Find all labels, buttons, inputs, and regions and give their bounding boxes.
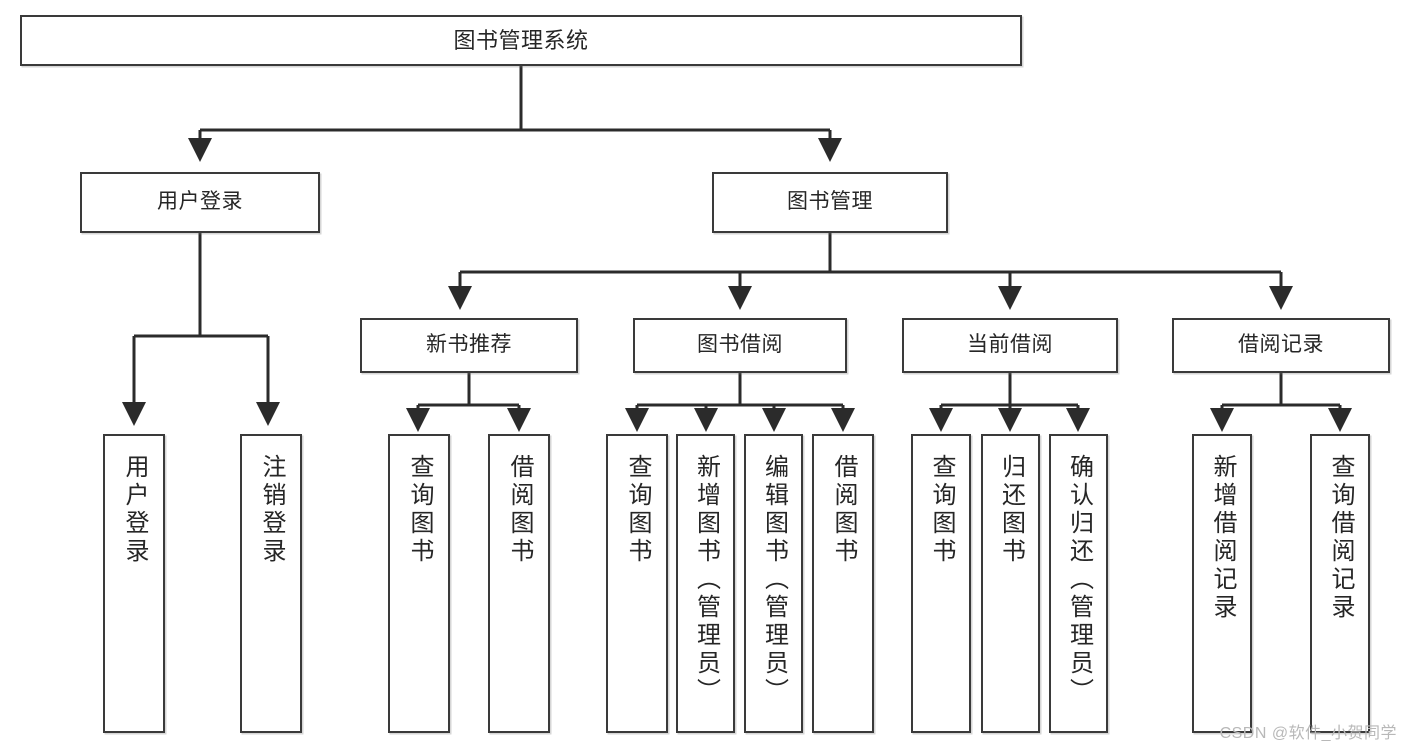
node-label: 借阅图书 [506,454,533,566]
node-label: 新增图书（管理员） [692,454,720,706]
leaf-record-add-borrow-record[interactable]: 新增借阅记录 [1192,434,1252,733]
csdn-watermark: CSDN @软件_小贺同学 [1219,725,1397,742]
node-label: 查询图书 [928,454,955,566]
node-book-management[interactable]: 图书管理 [712,172,948,233]
leaf-recommend-borrow-book[interactable]: 借阅图书 [488,434,550,733]
node-borrow-record[interactable]: 借阅记录 [1172,318,1390,373]
node-label: 查询图书 [624,454,651,566]
leaf-user-logout[interactable]: 注销登录 [240,434,302,733]
node-label: 用户登录 [121,454,148,566]
node-label: 图书管理 [787,190,873,214]
node-user-login[interactable]: 用户登录 [80,172,320,233]
node-label: 注销登录 [258,454,285,566]
leaf-borrow-add-book-admin[interactable]: 新增图书（管理员） [676,434,735,733]
node-label: 用户登录 [157,190,243,214]
node-root-system[interactable]: 图书管理系统 [20,15,1022,66]
node-book-borrow[interactable]: 图书借阅 [633,318,847,373]
node-current-borrow[interactable]: 当前借阅 [902,318,1118,373]
node-label: 借阅记录 [1238,333,1324,357]
node-label: 借阅图书 [830,454,857,566]
leaf-recommend-query-book[interactable]: 查询图书 [388,434,450,733]
leaf-borrow-borrow-book[interactable]: 借阅图书 [812,434,874,733]
leaf-borrow-edit-book-admin[interactable]: 编辑图书（管理员） [744,434,803,733]
node-label: 查询借阅记录 [1327,454,1354,622]
node-label: 确认归还（管理员） [1065,454,1093,706]
leaf-current-return-book[interactable]: 归还图书 [981,434,1040,733]
node-label: 图书借阅 [697,333,783,357]
leaf-record-query-borrow-record[interactable]: 查询借阅记录 [1310,434,1370,733]
leaf-borrow-query-book[interactable]: 查询图书 [606,434,668,733]
leaf-user-login[interactable]: 用户登录 [103,434,165,733]
node-label: 新增借阅记录 [1209,454,1236,622]
node-label: 图书管理系统 [453,27,589,53]
node-label: 编辑图书（管理员） [760,454,788,706]
node-label: 新书推荐 [426,333,512,357]
node-new-book-recommend[interactable]: 新书推荐 [360,318,578,373]
node-label: 当前借阅 [967,333,1053,357]
leaf-current-confirm-return-admin[interactable]: 确认归还（管理员） [1049,434,1108,733]
node-label: 归还图书 [997,454,1025,566]
node-label: 查询图书 [406,454,433,566]
leaf-current-query-book[interactable]: 查询图书 [911,434,971,733]
